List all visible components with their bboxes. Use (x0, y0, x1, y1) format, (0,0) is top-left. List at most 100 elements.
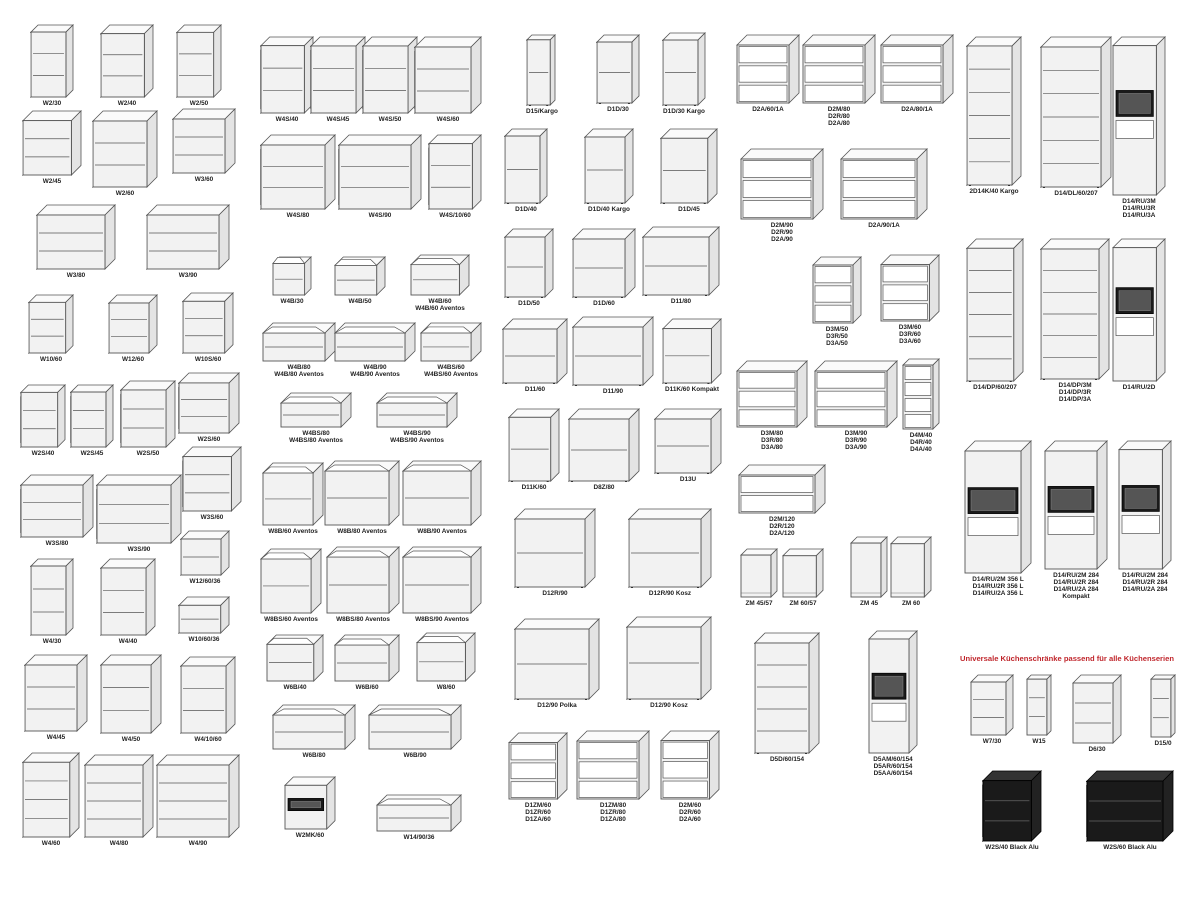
cabinet-label: W14/90/36 (376, 834, 462, 841)
cabinet-item: D2A/80/1A (880, 34, 954, 119)
cabinet-item: D1D/40 Kargo (584, 128, 634, 219)
cabinet-label-line: D3A/50 (826, 340, 848, 347)
cabinet-label-line: D14/RU/2A 284 (1122, 586, 1168, 593)
cabinet-label: W8BS/90 Aventos (402, 616, 482, 623)
cabinet-label: W3S/60 (182, 514, 242, 521)
cabinet-drawing (156, 754, 240, 838)
cabinet-drawing (30, 24, 74, 98)
cabinet-label-line: W6B/60 (355, 684, 379, 691)
cabinet-label-line: W4B/90 (363, 364, 387, 371)
cabinet-label: W2/30 (30, 100, 74, 107)
cabinet-label-line: D3R/60 (899, 331, 921, 338)
cabinet-label-line: ZM 60 (901, 600, 921, 607)
cabinet-label: W3/60 (172, 176, 236, 183)
cabinet-label: W7/30 (970, 738, 1014, 745)
cabinet-item: D11/80 (642, 226, 720, 311)
cabinet-label-line: D14/RU/2A 284 (1053, 586, 1099, 593)
cabinet-drawing (802, 34, 876, 104)
cabinet-item: W10/60 (28, 294, 74, 369)
cabinet-label-line: D11K/60 Kompakt (665, 386, 719, 393)
cabinet-item: D15/0 (1150, 674, 1176, 753)
cabinet-label-line: D2R/60 (679, 809, 701, 816)
cabinet-label-line: W2S/60 Black Alu (1103, 844, 1157, 851)
cabinet-label-line: D3M/60 (898, 324, 922, 331)
cabinet-drawing (334, 322, 416, 362)
cabinet-item: D8Z/80 (568, 408, 640, 497)
cabinet-drawing (662, 318, 722, 384)
cabinet-label: D12R/90 (514, 590, 596, 597)
cabinet-item: ZM 60/57 (782, 548, 824, 613)
cabinet-label: W3/80 (36, 272, 116, 279)
cabinet-item: W2S/45 (70, 384, 114, 463)
cabinet-label-line: W4B/80 Aventos (274, 371, 324, 378)
cabinet-label: W3S/90 (96, 546, 182, 553)
cabinet-label-line: D11/60 (524, 386, 546, 393)
cabinet-label-line: D14/RU/2M 284 (1053, 572, 1099, 579)
cabinet-label-line: W3S/60 (200, 514, 224, 521)
cabinet-label-line: W2MK/60 (295, 832, 325, 839)
cabinet-drawing (178, 372, 240, 434)
cabinet-label: W2S/45 (70, 450, 114, 457)
cabinet-item: D1D/30 (596, 34, 640, 119)
cabinet-drawing (736, 34, 800, 104)
cabinet-drawing (310, 36, 366, 114)
cabinet-drawing (572, 228, 636, 298)
cabinet-drawing (654, 408, 722, 474)
cabinet-label-line: D1D/40 Kargo (588, 206, 630, 213)
cabinet-drawing (966, 36, 1022, 186)
cabinet-label-line: D3R/80 (761, 437, 783, 444)
cabinet-item: D2A/90/1A (840, 148, 928, 235)
cabinet-item: W8BS/90 Aventos (402, 546, 482, 629)
cabinet-label-line: D2R/120 (769, 523, 795, 530)
cabinet-label-line: D1D/45 (678, 206, 700, 213)
cabinet-item: W2S/50 (120, 380, 176, 463)
cabinet-label-line: W4/90 (188, 840, 208, 847)
cabinet-item: W8B/90 Aventos (402, 460, 482, 541)
cabinet-label-line: D14/RU/2M 356 L (972, 576, 1024, 583)
cabinet-label: W2S/60 (178, 436, 240, 443)
cabinet-item: W3/80 (36, 204, 116, 285)
cabinet-label-line: D6/30 (1088, 746, 1106, 753)
cabinet-label-line: D2A/90 (771, 236, 793, 243)
cabinet-drawing (146, 204, 230, 270)
cabinet-label: W15 (1026, 738, 1052, 745)
cabinet-label: W2S/60 Black Alu (1086, 844, 1174, 851)
cabinet-label-line: D8Z/80 (593, 484, 615, 491)
cabinet-item: W4S/10/60 (428, 134, 482, 225)
cabinet-label: ZM 45 (850, 600, 888, 607)
cabinet-label: W4B/50 (334, 298, 386, 305)
cabinet-label: D11K/60 Kompakt (662, 386, 722, 393)
cabinet-item: W4S/60 (414, 36, 482, 129)
cabinet-label-line: W4/45 (46, 734, 66, 741)
cabinet-label: W4/60 (22, 840, 80, 847)
cabinet-label-line: W4BS/80 (302, 430, 330, 437)
cabinet-item: D12/90 Polka (514, 618, 600, 715)
cabinet-drawing (1044, 440, 1108, 570)
cabinet-label-line: D3A/90 (845, 444, 867, 451)
cabinet-label-line: W2/40 (117, 100, 137, 107)
cabinet-item: W2S/40 (20, 384, 66, 463)
cabinet-label-line: D2M/80 (827, 106, 851, 113)
cabinet-label-line: W4S/10/60 (439, 212, 471, 219)
cabinet-drawing (660, 730, 720, 800)
cabinet-label-line: W12/60 (121, 356, 145, 363)
cabinet-drawing (410, 254, 470, 296)
cabinet-drawing (1086, 770, 1174, 842)
cabinet-drawing (782, 548, 824, 598)
cabinet-label-line: D1ZA/60 (525, 816, 551, 823)
cabinet-drawing (180, 530, 230, 576)
cabinet-label: D11/60 (502, 386, 568, 393)
